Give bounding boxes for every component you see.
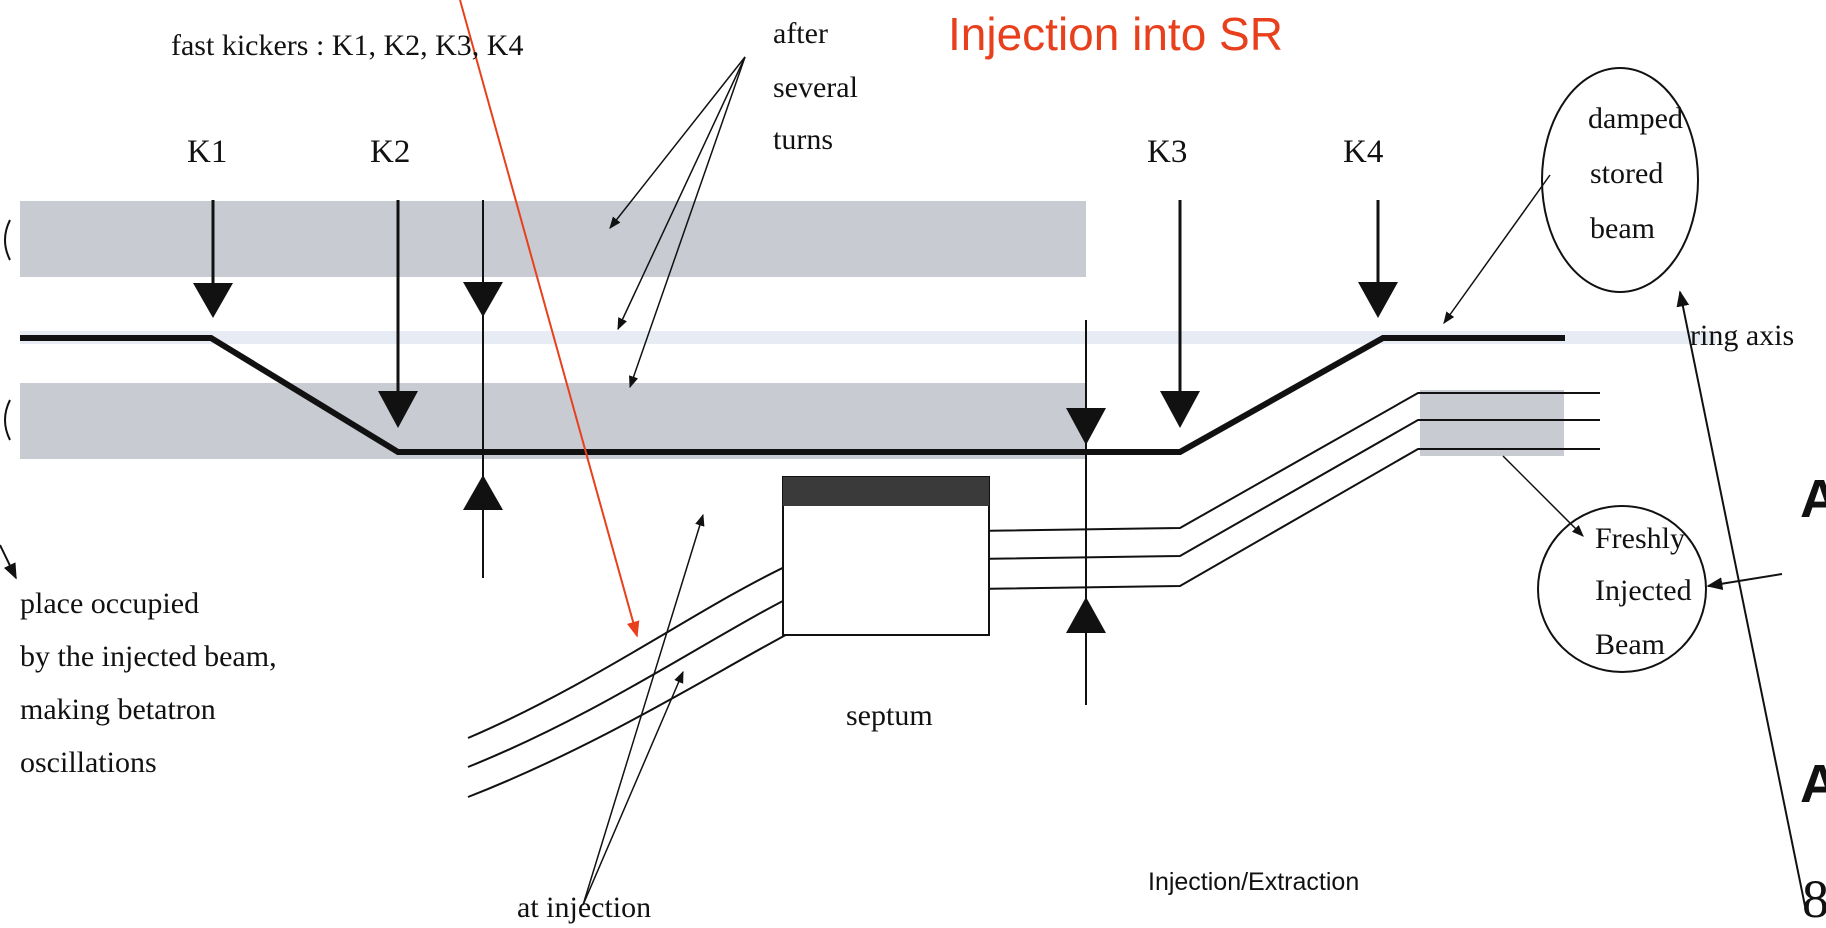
fresh-beam-line-2: Injected bbox=[1595, 574, 1692, 607]
kickers-header: fast kickers : K1, K2, K3, K4 bbox=[171, 29, 523, 62]
kicker-arrow-k1 bbox=[193, 200, 233, 318]
at-injection-label: at injection bbox=[517, 891, 651, 924]
after-turns-pointers bbox=[609, 56, 746, 389]
k3-label: K3 bbox=[1147, 134, 1187, 170]
ring-axis-label: ring axis bbox=[1690, 319, 1794, 352]
place-occupied-pointer bbox=[0, 544, 17, 580]
aperture-marker-left bbox=[463, 200, 503, 578]
septum-blade bbox=[783, 477, 989, 506]
stored-beam-line-3: beam bbox=[1590, 212, 1655, 245]
upper-beam-band bbox=[20, 201, 1086, 277]
at-injection-pointers bbox=[582, 513, 705, 906]
fresh-beam-line-3: Beam bbox=[1595, 628, 1665, 661]
place-occupied-line-1: place occupied bbox=[20, 587, 199, 620]
red-pointer-line bbox=[459, 0, 640, 638]
fresh-beam-circle bbox=[1537, 505, 1707, 673]
cropped-digit-8: 8 bbox=[1802, 869, 1826, 928]
place-occupied-line-4: oscillations bbox=[20, 746, 157, 779]
stored-beam-circle bbox=[1541, 67, 1699, 293]
long-pointer bbox=[1676, 290, 1806, 907]
septum-label: septum bbox=[846, 699, 933, 732]
closed-orbit-bump bbox=[20, 335, 1565, 455]
lower-beam-band bbox=[20, 383, 1086, 459]
place-occupied-line-3: making betatron bbox=[20, 693, 216, 726]
after-turns-line-3: turns bbox=[773, 123, 833, 156]
aperture-marker-right bbox=[1066, 320, 1106, 705]
stored-beam-pointer bbox=[1443, 174, 1551, 324]
cropped-letter-a-1: A bbox=[1800, 469, 1826, 529]
fresh-beam-line-1: Freshly bbox=[1595, 522, 1685, 555]
left-bracket-bottom bbox=[4, 399, 11, 441]
kicker-arrow-k2 bbox=[378, 200, 418, 428]
diagram-title: Injection into SR bbox=[948, 8, 1283, 60]
k4-label: K4 bbox=[1343, 134, 1383, 170]
left-bracket-top bbox=[4, 219, 11, 261]
ring-axis-highlight bbox=[20, 331, 1716, 344]
k1-label: K1 bbox=[187, 134, 227, 170]
footer-label: Injection/Extraction bbox=[1148, 868, 1359, 896]
after-turns-line-2: several bbox=[773, 71, 858, 104]
stored-beam-line-2: stored bbox=[1590, 157, 1663, 190]
fresh-circle-pointer bbox=[1706, 573, 1783, 591]
after-turns-line-1: after bbox=[773, 17, 828, 50]
k2-label: K2 bbox=[370, 134, 410, 170]
place-occupied-line-2: by the injected beam, bbox=[20, 640, 277, 673]
stored-beam-line-1: damped bbox=[1588, 102, 1683, 135]
fresh-beam-pointer bbox=[1502, 455, 1584, 537]
kicker-arrow-k4 bbox=[1358, 200, 1398, 318]
cropped-letter-a-2: A bbox=[1800, 754, 1826, 814]
kicker-arrow-k3 bbox=[1160, 200, 1200, 428]
fresh-beam-band bbox=[1420, 390, 1564, 456]
